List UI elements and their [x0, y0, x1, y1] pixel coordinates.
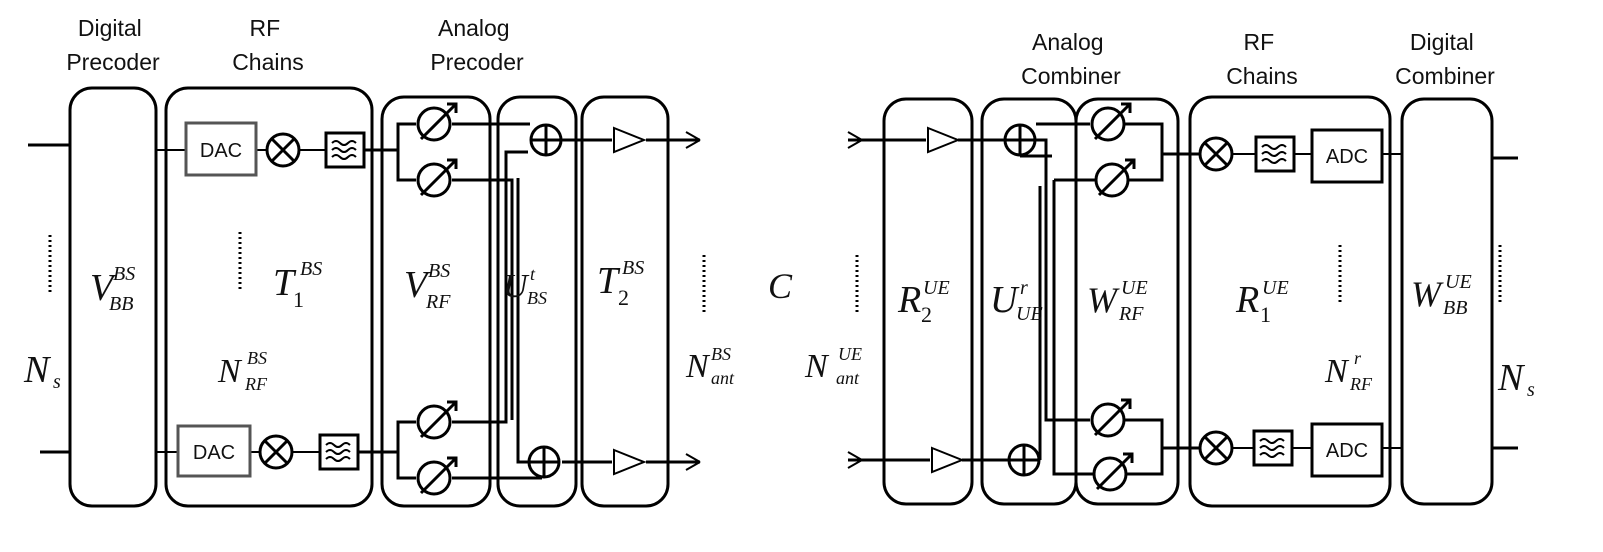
dac-top — [184, 121, 258, 177]
adc-bottom — [1310, 422, 1384, 478]
label-rf-chains-rx: RF Chains — [1226, 29, 1298, 89]
mixer-icon — [258, 434, 294, 470]
rf-chains-rx-block — [1188, 95, 1392, 508]
phase-shifter-icon — [416, 400, 458, 440]
label-digital-precoder: Digital Precoder — [66, 15, 160, 75]
dac-bottom-label: DAC — [193, 442, 235, 464]
u-bs-block — [496, 95, 578, 508]
adc-top — [1310, 128, 1384, 184]
tx-antenna-bottom — [685, 453, 701, 471]
filter-icon — [318, 433, 360, 471]
digital-combiner-block — [1400, 97, 1494, 506]
dac-bottom — [176, 424, 252, 478]
mixer-icon — [1198, 430, 1234, 466]
math-channel: C — [768, 266, 793, 306]
adder-icon — [1007, 443, 1041, 477]
filter-icon — [1254, 135, 1296, 173]
label-analog-precoder: Analog Precoder — [430, 15, 524, 75]
phase-shifter-icon — [1094, 158, 1136, 198]
phase-shifter-icon — [416, 158, 458, 198]
label-digital-combiner: Digital Combiner — [1395, 29, 1495, 89]
r2-ue-block — [882, 97, 974, 506]
amplifier-icon — [613, 448, 647, 476]
rf-chains-tx-block — [164, 86, 374, 508]
adc-top-label: ADC — [1326, 146, 1368, 168]
mixer-icon — [1198, 136, 1234, 172]
dac-top-label: DAC — [200, 140, 242, 162]
label-analog-combiner: Analog Combiner — [1021, 29, 1121, 89]
digital-precoder-block — [68, 86, 158, 508]
amplifier-icon — [931, 446, 965, 474]
adder-icon — [1003, 123, 1037, 157]
phase-shifter-icon — [416, 456, 458, 496]
tx-antenna-top — [685, 131, 701, 149]
t2-bs-block — [580, 95, 670, 508]
adc-bottom-label: ADC — [1326, 440, 1368, 462]
amplifier-icon — [613, 126, 647, 154]
filter-icon — [324, 131, 366, 169]
mixer-icon — [265, 132, 301, 168]
amplifier-icon — [927, 126, 961, 154]
adder-icon — [529, 123, 563, 157]
phase-shifter-icon — [416, 102, 458, 142]
analog-precoder-block — [380, 95, 492, 508]
phase-shifter-icon — [1092, 452, 1134, 492]
label-rf-chains-tx: RF Chains — [232, 15, 304, 75]
phase-shifter-icon — [1090, 102, 1132, 142]
filter-icon — [1252, 429, 1294, 467]
adder-icon — [527, 445, 561, 479]
analog-combiner-block — [1074, 97, 1180, 506]
phase-shifter-icon — [1090, 398, 1132, 438]
